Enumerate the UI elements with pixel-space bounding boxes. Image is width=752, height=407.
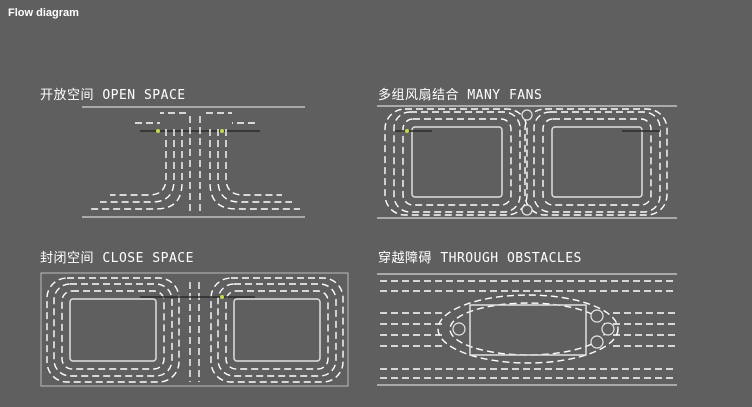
flow-path: [225, 129, 282, 196]
flow-path: [110, 129, 167, 196]
flow-loop: [210, 277, 344, 383]
fan-icon: [521, 204, 533, 216]
fan-icon: [452, 322, 466, 336]
flow-path: [217, 129, 292, 203]
many-fans-diagram: [377, 105, 677, 219]
fan-icon: [601, 322, 615, 336]
fan-icon: [590, 309, 604, 323]
flow-loop: [411, 126, 503, 198]
flow-loop: [551, 126, 643, 198]
fan-marker: [220, 295, 224, 299]
flow-loop: [542, 118, 652, 206]
flow-loop: [402, 118, 512, 206]
fan-marker: [405, 129, 409, 133]
label-close-space: 封闭空间 CLOSE SPACE: [40, 251, 194, 266]
flow-loop: [69, 298, 157, 362]
fan-marker: [156, 129, 160, 133]
flow-loop: [437, 294, 619, 364]
through-obstacles-diagram: [377, 273, 677, 386]
fan-marker: [220, 129, 224, 133]
fan-icon: [590, 335, 604, 349]
obstacle-box: [469, 304, 587, 356]
flow-loop: [449, 302, 607, 356]
open-space-diagram: [82, 106, 305, 218]
flow-loop: [524, 108, 668, 216]
flow-loop: [53, 283, 173, 377]
enclosure-frame: [40, 272, 349, 387]
flow-path: [100, 129, 175, 203]
label-open-space: 开放空间 OPEN SPACE: [40, 88, 186, 103]
flow-loop: [393, 111, 521, 213]
flow-loop: [225, 290, 329, 370]
flow-loop: [233, 298, 321, 362]
fan-icon: [521, 109, 533, 121]
label-many-fans: 多组风扇结合 MANY FANS: [378, 88, 543, 103]
flow-loop: [61, 290, 165, 370]
flow-loop: [533, 111, 661, 213]
close-space-diagram: [40, 272, 349, 387]
flow-loop: [384, 108, 528, 216]
flow-loop: [217, 283, 337, 377]
page-title: Flow diagram: [8, 7, 79, 19]
flow-loop: [46, 277, 180, 383]
label-through-obstacles: 穿越障碍 THROUGH OBSTACLES: [378, 251, 582, 266]
